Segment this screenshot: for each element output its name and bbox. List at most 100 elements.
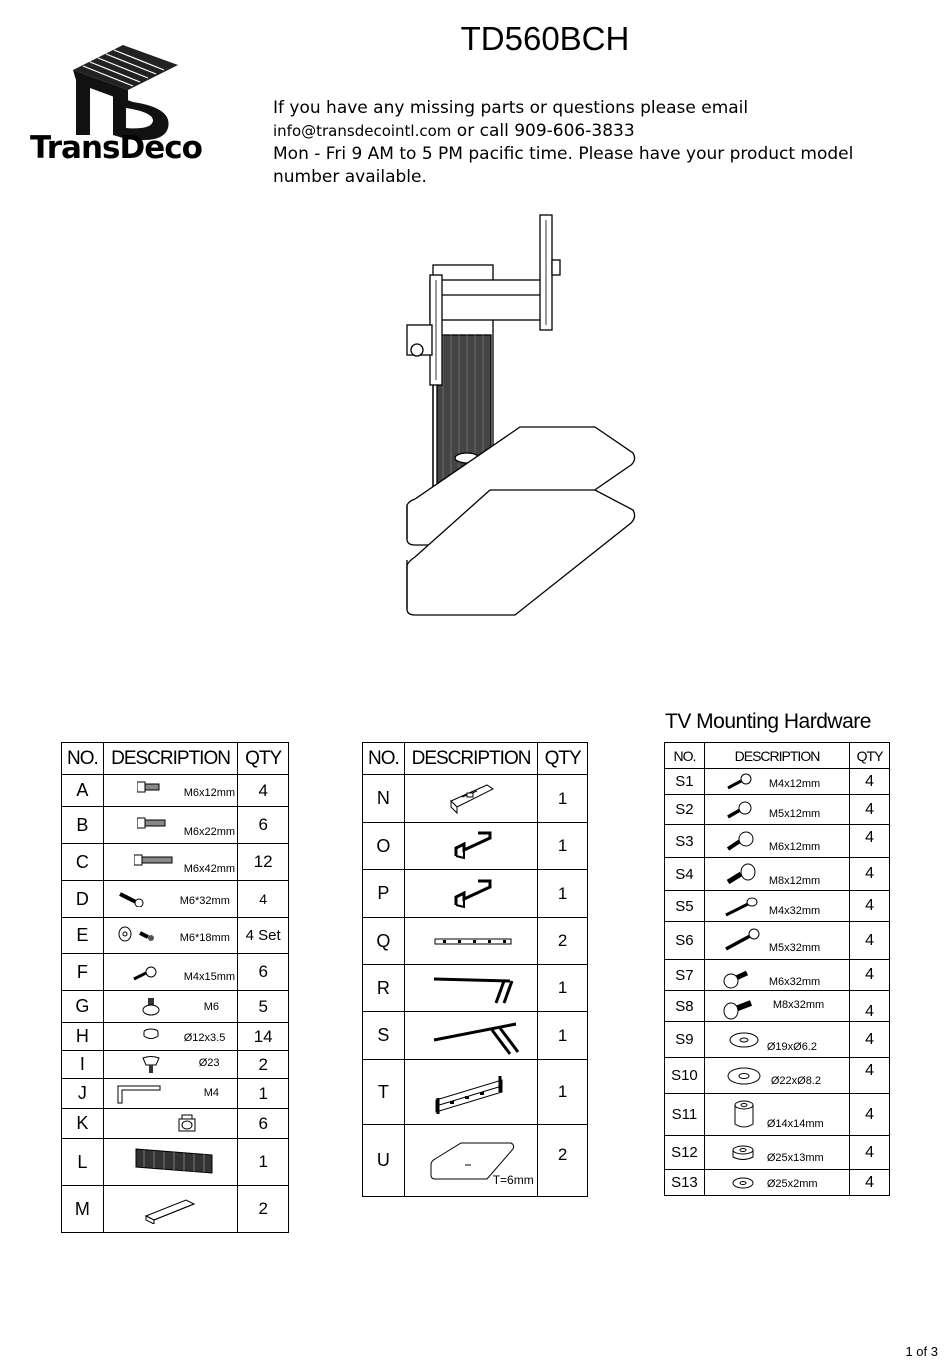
header-description: DESCRIPTION [403,742,539,775]
part-no: A [61,774,104,807]
contact-line-1: If you have any missing parts or questio… [273,98,749,118]
part-description: M6 [102,990,239,1023]
part-no: P [362,869,405,918]
part-description: M6x42mm [102,843,239,881]
part-no: S7 [664,959,705,991]
part-no: S10 [664,1057,705,1094]
table-row: S1 M4x12mm 4 [664,768,890,795]
part-description: M5x12mm [703,794,851,825]
bar-icon [144,1199,195,1224]
table-row: S12 Ø25x13mm 4 [664,1135,890,1170]
knob-icon [142,1056,160,1073]
part-no: I [61,1050,104,1079]
part-size: Ø25x2mm [766,1178,818,1190]
table-row: H Ø12x3.5 14 [61,1022,289,1051]
contact-email[interactable]: info@transdecointl.com [273,122,452,140]
part-no: O [362,822,405,870]
parts-table-2: NO. DESCRIPTION QTY N 1 O 1 P 1 Q 2 [362,742,588,1197]
part-no: S [362,1011,405,1060]
allen-key-icon [117,1085,161,1104]
part-description: M6x12mm [703,824,851,858]
part-description [403,774,539,823]
table-row: S7 M6x32mm 4 [664,959,890,991]
hook-bracket-icon [454,831,492,860]
part-description [403,869,539,918]
part-no: S5 [664,890,705,922]
table-row: K 6 [61,1108,289,1139]
mount-plate-icon [435,1076,503,1114]
table-row: L 1 [61,1138,289,1186]
table-row: N 1 [362,774,588,823]
part-no: D [61,880,104,918]
table-row: I Ø23 2 [61,1050,289,1079]
screw-icon [118,892,144,907]
part-qty: 1 [237,1078,289,1109]
part-size: M6 [203,1001,220,1013]
screw-icon [726,863,756,885]
part-description: T=6mm [403,1124,539,1197]
part-size: M8x12mm [768,875,821,887]
part-size: Ø25x13mm [766,1152,824,1164]
part-qty: 1 [237,1138,289,1186]
part-qty: 2 [237,1185,289,1233]
cable-cover-icon [135,1148,213,1174]
model-number: TD560BCH [460,20,630,57]
header-description: DESCRIPTION [102,742,239,775]
part-description [403,1011,539,1060]
part-qty: 4 [849,768,890,795]
part-qty: 6 [237,953,289,991]
part-no: T [362,1059,405,1125]
bolt-short-icon [136,781,160,793]
header-qty: QTY [237,742,289,775]
spacer-icon [732,1145,754,1160]
table-row: J M4 1 [61,1078,289,1109]
cable-clip-icon [178,1114,196,1132]
part-qty: 1 [537,1011,588,1060]
hook-bracket-icon [454,879,492,909]
long-screw-icon [723,970,748,989]
part-qty: 2 [537,1124,588,1197]
part-size: Ø22xØ8.2 [770,1075,821,1087]
part-description: M8x32mm [703,990,851,1022]
washer-screw-icon [118,926,154,942]
contact-line-4: number available. [273,167,427,187]
part-qty: 4 [849,1021,890,1058]
frame-arm-icon [433,977,514,1004]
table-row: S5 M4x32mm 4 [664,890,890,922]
contact-line-3: Mon - Fri 9 AM to 5 PM pacific time. Ple… [273,144,854,164]
part-size: M6x42mm [183,863,236,875]
table-row: S10 Ø22xØ8.2 4 [664,1057,890,1094]
part-description: Ø19xØ6.2 [703,1021,851,1058]
part-no: C [61,843,104,881]
brand-name: TransDeco [30,130,203,166]
part-no: R [362,964,405,1012]
part-description [403,917,539,965]
page-number: 1 of 3 [905,1344,938,1359]
part-size: M6x12mm [183,787,236,799]
part-qty: 4 [849,857,890,891]
glass-shelf-icon [430,1142,514,1180]
part-no: Q [362,917,405,965]
parts-table-1: NO. DESCRIPTION QTY A M6x12mm 4 B M6x22m… [61,742,289,1233]
part-qty: 2 [537,917,588,965]
part-qty: 12 [237,843,289,881]
part-no: H [61,1022,104,1051]
part-size: M6*32mm [179,895,230,907]
part-qty: 4 [849,1093,890,1136]
part-qty: 4 [849,1169,890,1196]
leveling-foot-icon [142,998,160,1016]
tv-stand-illustration [406,214,636,616]
long-screw-icon [725,928,760,951]
part-size: M6x12mm [768,841,821,853]
table-row: R 1 [362,964,588,1012]
part-qty: 4 [849,990,890,1022]
part-no: S1 [664,768,705,795]
part-qty: 2 [237,1050,289,1079]
part-description [102,1138,239,1186]
table-row: O 1 [362,822,588,870]
part-qty: 1 [537,964,588,1012]
part-no: G [61,990,104,1023]
part-description: M8x12mm [703,857,851,891]
screw-icon [726,831,754,851]
part-size: Ø19xØ6.2 [766,1041,817,1053]
